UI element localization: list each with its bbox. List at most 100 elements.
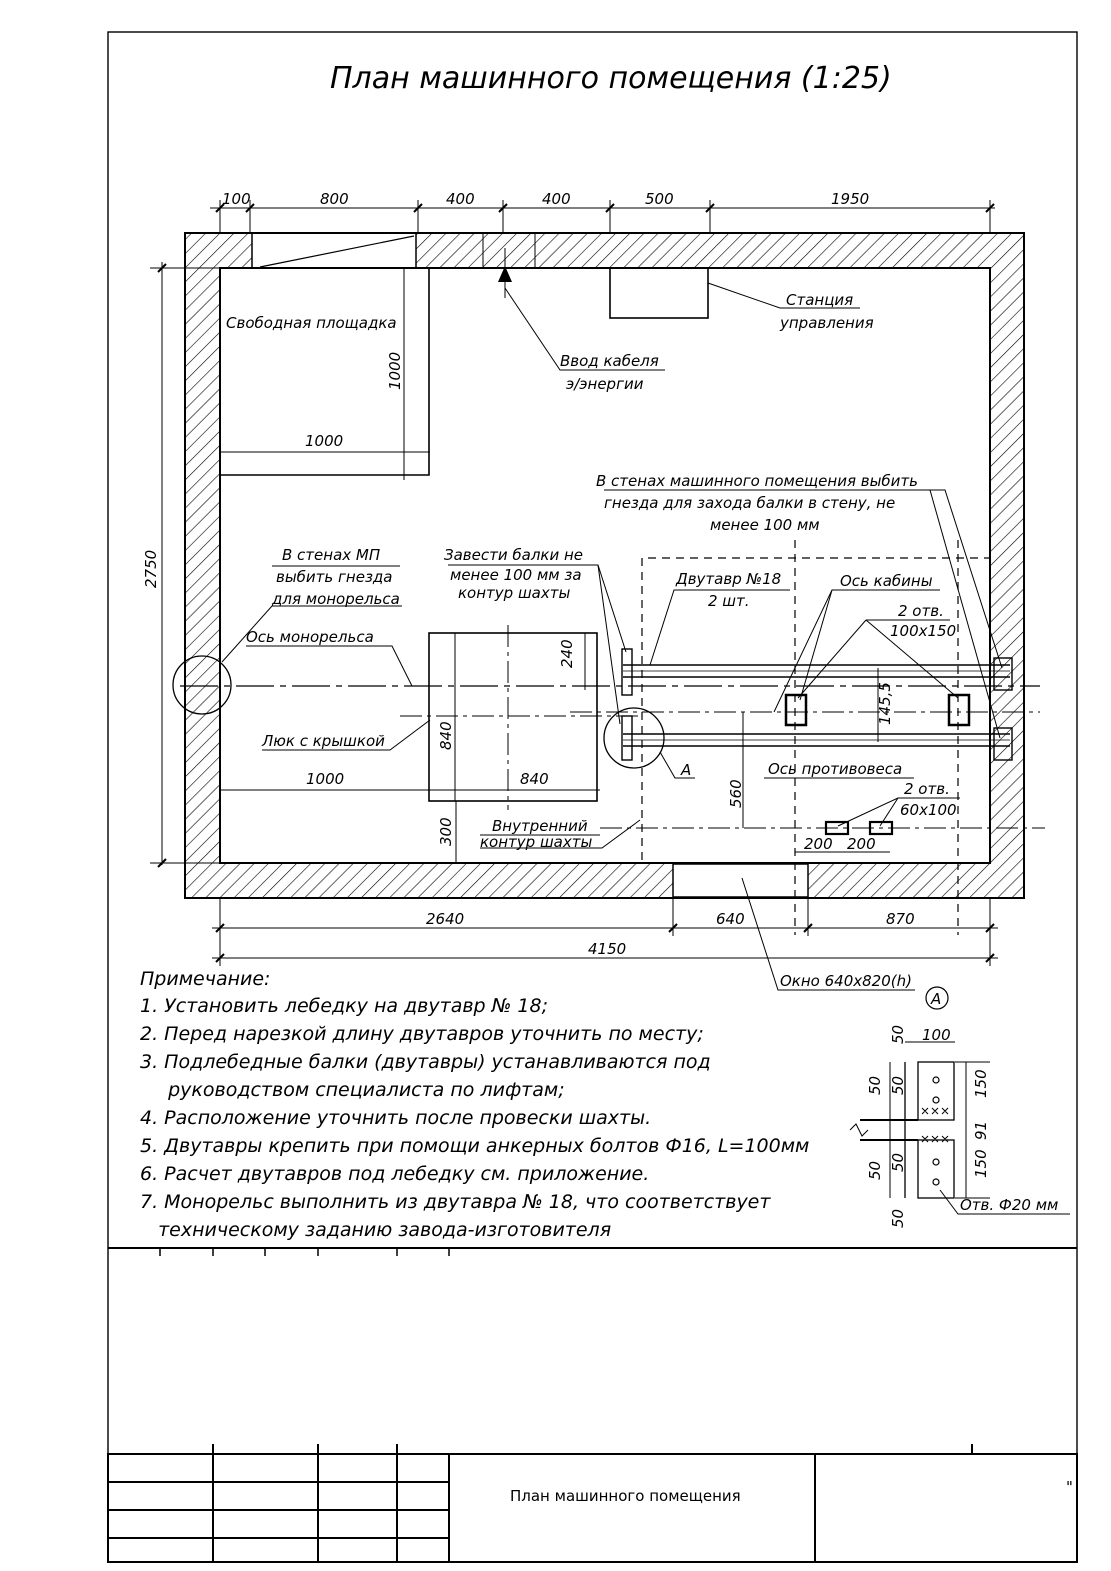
note-2: 2. Перед нарезкой длину двутавров уточни… [140, 1023, 704, 1045]
detail-d50c: 50 [889, 1076, 907, 1095]
holes1-label-2: 100х150 [890, 622, 956, 640]
beams-note-leaders [448, 564, 627, 725]
bottom-dim-3: 870 [886, 910, 915, 928]
wall-note-2: гнезда для захода балки в стену, не [604, 494, 895, 512]
note-7: 6. Расчет двутавров под лебедку см. прил… [140, 1163, 649, 1185]
beams-note-3: контур шахты [458, 584, 570, 602]
mp-leader [221, 605, 402, 663]
note-9: техническому заданию завода-изготовителя [140, 1219, 611, 1241]
title-block [107, 1444, 1078, 1563]
top-dim-1: 100 [222, 190, 251, 208]
bottom-dim-2: 640 [716, 910, 745, 928]
hatch-dim-top: 240 [558, 639, 576, 668]
height-dim: 2750 [142, 550, 160, 588]
control-station [609, 267, 709, 319]
hatch-dim-bottom: 300 [437, 817, 455, 846]
free-area-label: Свободная площадка [226, 314, 397, 332]
free-area [220, 268, 430, 480]
separator-ticks [159, 1248, 450, 1256]
height-dimension-line [150, 262, 220, 868]
free-area-dim-w: 1000 [305, 432, 343, 450]
top-dimension-line [210, 200, 995, 233]
detail-d50a: 50 [889, 1025, 907, 1044]
detail-d150a: 150 [972, 1069, 990, 1098]
stamp-title: План машинного помещения [510, 1487, 741, 1505]
detail-d100: 100 [922, 1026, 951, 1044]
window-opening [672, 863, 809, 898]
holes2-label-1: 2 отв. [904, 780, 950, 798]
cable-leader [504, 287, 665, 371]
holes2-label-2: 60х100 [900, 801, 957, 819]
mp-note-3: для монорельса [271, 590, 400, 608]
ibeam-upper [621, 648, 1013, 696]
station-label-2: управления [779, 314, 874, 332]
drawing-title: План машинного помещения (1:25) [330, 61, 892, 96]
note-5: 4. Расположение уточнить после провески … [140, 1107, 651, 1129]
door-opening [252, 234, 416, 267]
bottom-dimension-lines [212, 898, 998, 966]
hatch-leader [262, 719, 431, 751]
top-dim-3: 400 [446, 190, 475, 208]
detail-d50b: 50 [866, 1076, 884, 1095]
hole-60x100-right [868, 820, 894, 836]
station-label-1: Станция [786, 291, 853, 309]
note-1: 1. Установить лебедку на двутавр № 18; [140, 995, 548, 1017]
hole-100x150-left [784, 693, 808, 727]
top-dim-2: 800 [320, 190, 349, 208]
bottom-dim-1: 2640 [426, 910, 464, 928]
hatch-with-lid [428, 632, 598, 802]
top-dim-5: 500 [645, 190, 674, 208]
detail-d50d: 50 [866, 1161, 884, 1180]
cable-label-2: э/энергии [566, 375, 644, 393]
detail-a-mark: А [930, 990, 941, 1008]
note-6: 5. Двутавры крепить при помощи анкерных … [140, 1135, 809, 1157]
total-width-dim: 4150 [588, 940, 626, 958]
monorail-axis-label: Ось монорельса [246, 628, 374, 646]
free-area-dim-h: 1000 [386, 352, 404, 390]
mp-note-1: В стенах МП [282, 546, 380, 564]
wall-note-leaders [604, 489, 1003, 739]
hatch-dim-offset: 1000 [306, 770, 344, 788]
shaft-inner-contour [641, 540, 990, 935]
inner-label-2: контур шахты [480, 833, 592, 851]
station-leader [707, 282, 860, 309]
callout-a-circle [603, 707, 665, 769]
ibeam-label-1: Двутавр №18 [675, 570, 781, 588]
ibeam-label-2: 2 шт. [708, 592, 750, 610]
detail-a: А 50 100 50 50 150 91 50 50 1 [849, 986, 1070, 1228]
top-dim-6: 1950 [831, 190, 869, 208]
notes-heading: Примечание: [140, 968, 270, 990]
stamp-mark: " [1066, 1478, 1073, 1496]
beam-spacing-dim: 145,5 [876, 682, 894, 725]
hatch-dim-w: 840 [520, 770, 549, 788]
holes1-label-1: 2 отв. [898, 602, 944, 620]
cabin-axis-label: Ось кабины [840, 572, 933, 590]
wall-note-1: В стенах машинного помещения выбить [596, 472, 918, 490]
detail-hole-label: Отв. Ф20 мм [960, 1196, 1058, 1214]
window-label: Окно 640х820(h) [780, 972, 912, 990]
beams-note-1: Завести балки не [444, 546, 583, 564]
monorail-axis-leader [246, 645, 413, 687]
note-4: руководством специалиста по лифтам; [150, 1079, 565, 1101]
detail-d50e: 50 [889, 1153, 907, 1172]
cw-axis-label: Ось противовеса [768, 760, 902, 778]
cable-label-1: Ввод кабеля [560, 352, 659, 370]
hole-dim-b: 200 [847, 835, 876, 853]
detail-d91: 91 [972, 1121, 990, 1140]
hole-60x100-left [824, 820, 850, 836]
hatch-label: Люк с крышкой [261, 732, 385, 750]
callout-a-label: А [680, 761, 691, 779]
beams-note-2: менее 100 мм за [450, 566, 582, 584]
note-8: 7. Монорельс выполнить из двутавра № 18,… [140, 1191, 771, 1213]
detail-d150b: 150 [972, 1149, 990, 1178]
axis-dim-560: 560 [727, 779, 745, 808]
top-dim-4: 400 [542, 190, 571, 208]
hatch-dim-h: 840 [437, 721, 455, 750]
mp-note-2: выбить гнезда [276, 568, 392, 586]
ibeam-lower [621, 715, 1013, 761]
ibeam-leader [649, 589, 790, 666]
window-leader [741, 877, 915, 991]
room-walls [184, 232, 1025, 899]
inner-contour-leader [480, 819, 641, 849]
